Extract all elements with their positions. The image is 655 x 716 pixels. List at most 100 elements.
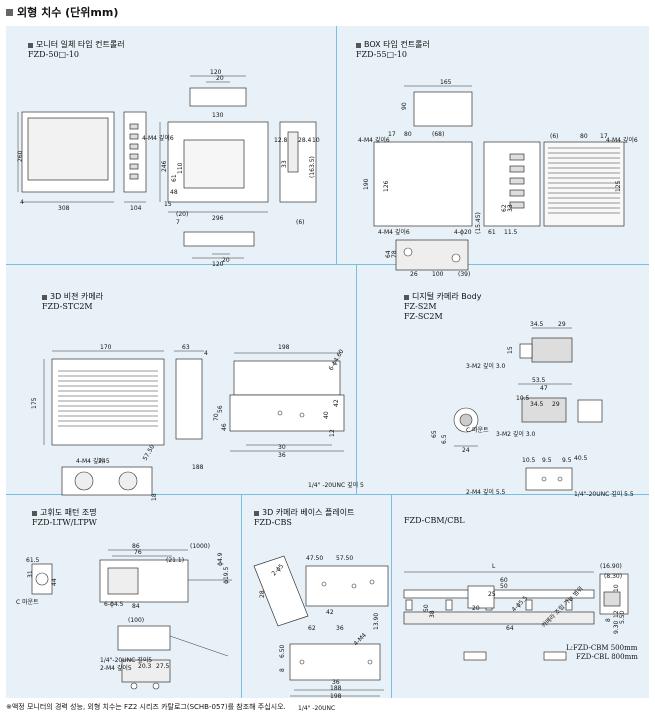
dimension-label: 120: [212, 261, 224, 268]
dimension-label: 40.5: [574, 455, 588, 462]
dimension-label: (163.5): [309, 156, 316, 178]
dimension-label: 38: [429, 610, 436, 618]
camera-front-view: [51, 358, 165, 446]
camera-body-side: [531, 337, 573, 363]
dimension-label: 260: [17, 150, 24, 162]
dimension-label: 13.90: [373, 613, 380, 630]
connector-icon: [509, 165, 525, 173]
camera-side-view: [175, 358, 203, 440]
section-heading-3d-camera: 3D 비젼 카메라 FZD-STC2M: [42, 292, 104, 311]
dimension-label: 40: [323, 411, 330, 419]
dimension-label: 60: [500, 577, 508, 584]
section-heading-base-plate: 3D 카메라 베이스 플레이트 FZD-CBS: [254, 508, 355, 527]
dimension-label: 10.5: [522, 457, 536, 464]
dimension-label: 4-M4 깊이6: [358, 136, 390, 144]
dimension-label: 61: [171, 174, 178, 182]
dimension-label: 50: [500, 583, 508, 590]
dimension-label: (8.30): [604, 573, 622, 580]
dimension-label: 8: [605, 618, 612, 622]
connector-icon: [129, 143, 139, 150]
dimension-label: 188: [192, 464, 204, 471]
dimension-label: 42: [333, 399, 340, 407]
box-rear-view: [543, 141, 625, 227]
dimension-label: 9.5: [562, 457, 572, 464]
dimension-label: 9.30: [613, 620, 620, 634]
dimension-label: C 마운트: [466, 426, 489, 434]
dimension-label: 10.5: [516, 395, 530, 402]
connector-icon: [509, 177, 525, 185]
dimension-label: 1/4" -20UNC: [298, 705, 335, 712]
dimension-label: 10: [613, 584, 620, 592]
dimension-label: C 마운트: [16, 598, 39, 606]
mount-hole: [451, 253, 461, 263]
bullet-icon: [32, 510, 37, 516]
dimension-label: 57.50: [142, 443, 157, 462]
dimension-label: ϕ19.5: [223, 567, 230, 585]
title-square-icon: [6, 8, 13, 16]
connector-icon: [129, 153, 139, 160]
dimension-label: 26: [410, 271, 418, 278]
bullet-icon: [356, 42, 361, 48]
dimension-label: 130: [212, 112, 224, 119]
rail-slot: [445, 599, 453, 611]
dimension-label: (16.90): [600, 563, 622, 570]
dimension-label: L: [492, 563, 496, 570]
hole-outline: [35, 572, 49, 586]
hole-outline: [557, 476, 563, 482]
dimension-label: 12: [329, 429, 336, 437]
dimension-label: 6-ϕ4.5: [104, 601, 124, 608]
top-view-outline: [189, 87, 247, 107]
dimension-label: 104: [130, 205, 142, 212]
dimension-label: 20: [472, 605, 480, 612]
hole-outline: [130, 682, 138, 690]
dimension-label: 34.5: [530, 321, 544, 328]
dimension-label: 100: [432, 271, 444, 278]
section-heading-box-controller: BOX 타입 컨트롤러 FZD-55□-10: [356, 40, 430, 59]
dimension-label: 61.5: [26, 557, 40, 564]
rail-side: [403, 611, 595, 625]
dimension-label: 48: [170, 189, 178, 196]
light-mount: [121, 659, 171, 683]
bullet-icon: [28, 42, 33, 48]
hole-outline: [541, 476, 547, 482]
plate-bottom-view: [289, 643, 381, 681]
connector-icon: [129, 133, 139, 140]
connector-icon: [129, 163, 139, 170]
dimension-label: 165: [440, 79, 452, 86]
dimension-label: 3-M2 깊이 3.0: [496, 430, 536, 438]
dimension-label: 4-M4 깊이 5: [76, 457, 110, 465]
foot-left: [463, 651, 487, 661]
dimension-label: 80: [404, 131, 412, 138]
separator-2: [6, 494, 649, 495]
dimension-label: 20: [216, 75, 224, 82]
dimension-label: 47: [540, 385, 548, 392]
dimension-label: 36: [278, 452, 286, 459]
dimension-label: (6): [550, 133, 559, 140]
bullet-icon: [404, 294, 409, 300]
separator-v1: [336, 26, 337, 264]
dimension-label: 90: [401, 102, 408, 110]
dimension-label: 5.50: [619, 610, 626, 624]
dimension-label: 4: [204, 350, 208, 357]
dimension-label: (15.45): [475, 212, 482, 234]
dimension-label: 42: [326, 609, 334, 616]
rail-slot: [525, 599, 533, 611]
dimension-label: 10: [312, 137, 320, 144]
hole-outline: [277, 410, 283, 416]
dimension-label: 246: [161, 160, 168, 172]
rail-top: [403, 589, 595, 599]
dimension-label: 126: [383, 180, 390, 192]
dimension-label: 198: [278, 344, 290, 351]
monitor-screen: [27, 117, 109, 181]
hole-outline: [299, 412, 305, 418]
dimension-label: 61: [488, 229, 496, 236]
drawings-panel: 모니터 일체 타입 컨트롤러 FZD-50□-10 BOX 타입 컨트롤러 FZ…: [6, 26, 649, 712]
dimension-label: 120: [210, 69, 222, 76]
rail-slot: [405, 599, 413, 611]
dimension-label: 24: [462, 447, 470, 454]
section-heading-cbm-cbl: FZD-CBM/CBL: [404, 516, 465, 525]
dimension-label: 2-M4 깊이 5.5: [466, 488, 506, 496]
dimension-label: 33: [281, 160, 288, 168]
